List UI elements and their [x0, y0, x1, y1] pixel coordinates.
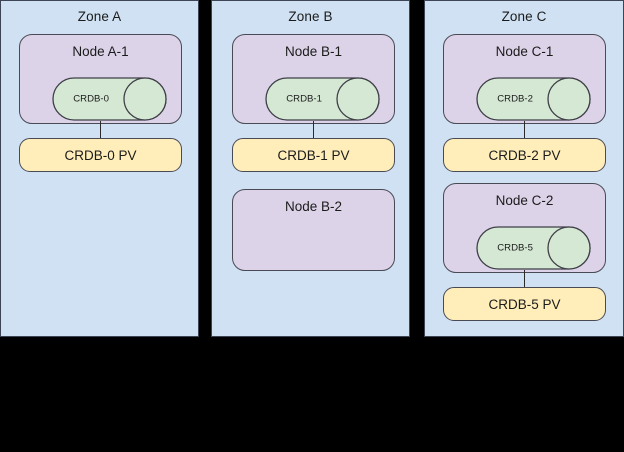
node-b-2-title: Node B-2	[284, 199, 343, 214]
pod-crdb-2[interactable]: CRDB-2	[476, 77, 591, 121]
node-b-1[interactable]: Node B-1 CRDB-1	[232, 34, 395, 124]
pv-crdb-0[interactable]: CRDB-0 PV	[19, 138, 182, 172]
pod-crdb-5[interactable]: CRDB-5	[476, 226, 591, 270]
zone-a-title: Zone A	[77, 9, 122, 24]
cylinder-shape	[476, 226, 591, 270]
pv-crdb-5-label: CRDB-5 PV	[488, 296, 561, 312]
pv-crdb-0-label: CRDB-0 PV	[64, 147, 137, 163]
node-a-1[interactable]: Node A-1 CRDB-0	[19, 34, 182, 124]
connector-a-1	[100, 121, 101, 140]
zone-c[interactable]: Zone C Node C-1 CRDB-2 CRDB-2 PV Node C-…	[424, 0, 624, 337]
zone-b-title: Zone B	[288, 9, 333, 24]
cylinder-shape	[52, 77, 167, 121]
cylinder-shape	[476, 77, 591, 121]
pod-crdb-1[interactable]: CRDB-1	[265, 77, 380, 121]
node-b-2[interactable]: Node B-2	[232, 189, 395, 271]
node-c-2[interactable]: Node C-2 CRDB-5	[443, 183, 606, 273]
connector-b-1	[313, 121, 314, 140]
pv-crdb-5[interactable]: CRDB-5 PV	[443, 287, 606, 321]
zone-c-title: Zone C	[501, 9, 547, 24]
zone-a[interactable]: Zone A Node A-1 CRDB-0 CRDB-0 PV	[0, 0, 199, 337]
node-c-1[interactable]: Node C-1 CRDB-2	[443, 34, 606, 124]
cylinder-shape	[265, 77, 380, 121]
pod-crdb-0[interactable]: CRDB-0	[52, 77, 167, 121]
node-c-2-title: Node C-2	[495, 193, 554, 208]
pv-crdb-1-label: CRDB-1 PV	[277, 147, 350, 163]
connector-c-1	[524, 121, 525, 140]
connector-c-2	[524, 270, 525, 289]
node-c-1-title: Node C-1	[495, 44, 554, 59]
node-a-1-title: Node A-1	[72, 44, 129, 59]
pv-crdb-2-label: CRDB-2 PV	[488, 147, 561, 163]
pv-crdb-2[interactable]: CRDB-2 PV	[443, 138, 606, 172]
zone-b[interactable]: Zone B Node B-1 CRDB-1 CRDB-1 PV Node B-…	[211, 0, 410, 337]
node-b-1-title: Node B-1	[284, 44, 343, 59]
pv-crdb-1[interactable]: CRDB-1 PV	[232, 138, 395, 172]
